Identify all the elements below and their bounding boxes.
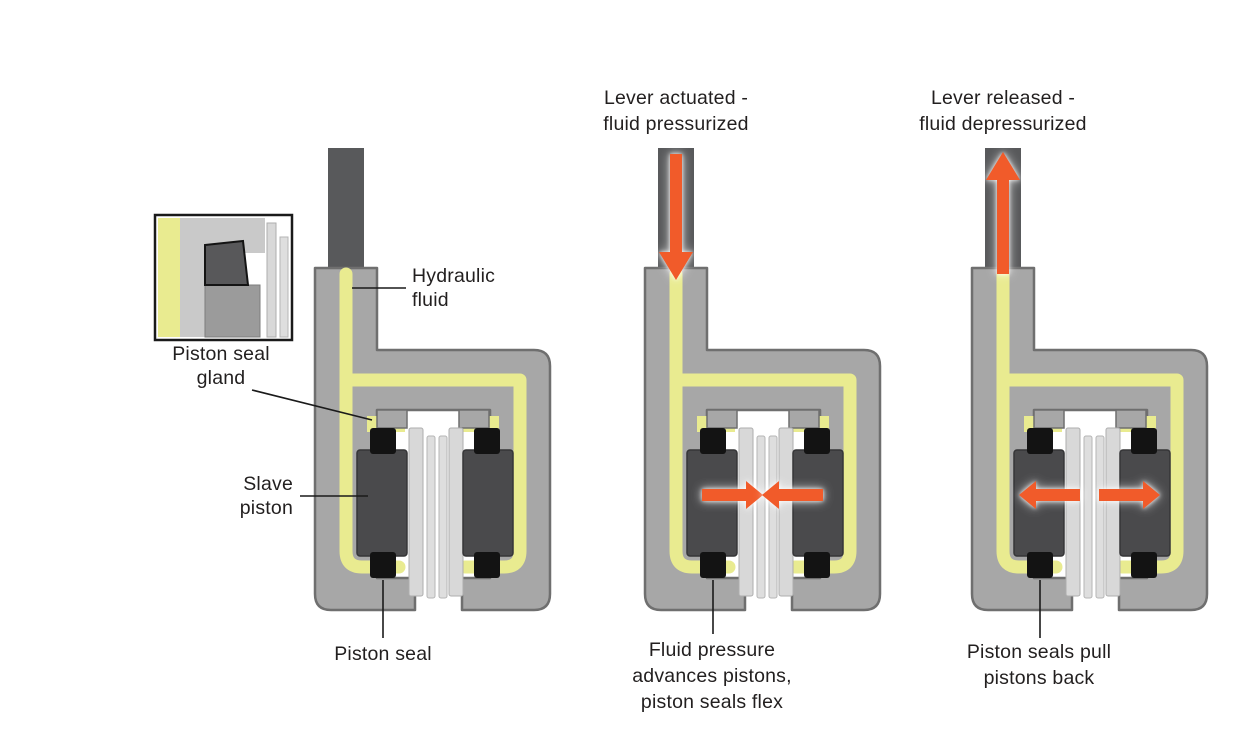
inset-piston-seal — [204, 239, 250, 286]
piston-retract-right-arrow — [1099, 481, 1160, 509]
label-lever-released-line2: fluid depressurized — [919, 113, 1086, 135]
label-seals-pull-line1: Piston seals pull — [967, 641, 1111, 663]
inset-fluid — [158, 218, 180, 337]
label-slave-piston-line1: Slave — [243, 473, 293, 495]
label-lever-actuated-line1: Lever actuated - — [604, 87, 748, 109]
piston-advance-left-arrow — [762, 481, 823, 509]
label-slave-piston-line2: piston — [240, 497, 293, 519]
leader-line-piston-seal-gland — [251, 389, 373, 421]
inset-pad-plate — [266, 222, 277, 338]
label-lever-actuated-line2: fluid pressurized — [603, 113, 748, 135]
label-hydraulic-fluid-line2: fluid — [412, 289, 449, 311]
label-fluid-pressure-line1: Fluid pressure — [649, 639, 775, 661]
fluid-release-up-arrow — [986, 152, 1020, 274]
inset-cylinder-wall-side — [180, 218, 205, 337]
depressurized-arrows — [986, 152, 1160, 509]
caliper-at-rest — [315, 148, 550, 610]
inset-rotor-plate — [279, 236, 289, 338]
label-piston-seal-gland-line2: gland — [197, 367, 246, 389]
fluid-pressure-down-arrow — [659, 154, 693, 280]
piston-advance-right-arrow — [702, 481, 763, 509]
piston-retract-left-arrow — [1019, 481, 1080, 509]
label-fluid-pressure-line3: piston seals flex — [641, 691, 783, 713]
pressurized-arrows — [659, 154, 823, 509]
piston-seal-gland-inset — [153, 213, 294, 342]
label-fluid-pressure-line2: advances pistons, — [632, 665, 792, 687]
label-hydraulic-fluid-line1: Hydraulic — [412, 265, 495, 287]
label-lever-released-line1: Lever released - — [931, 87, 1075, 109]
label-piston-seal-gland-line1: Piston seal — [172, 343, 270, 365]
inset-piston — [204, 284, 261, 338]
label-piston-seal: Piston seal — [334, 643, 432, 665]
label-seals-pull-line2: pistons back — [984, 667, 1095, 689]
